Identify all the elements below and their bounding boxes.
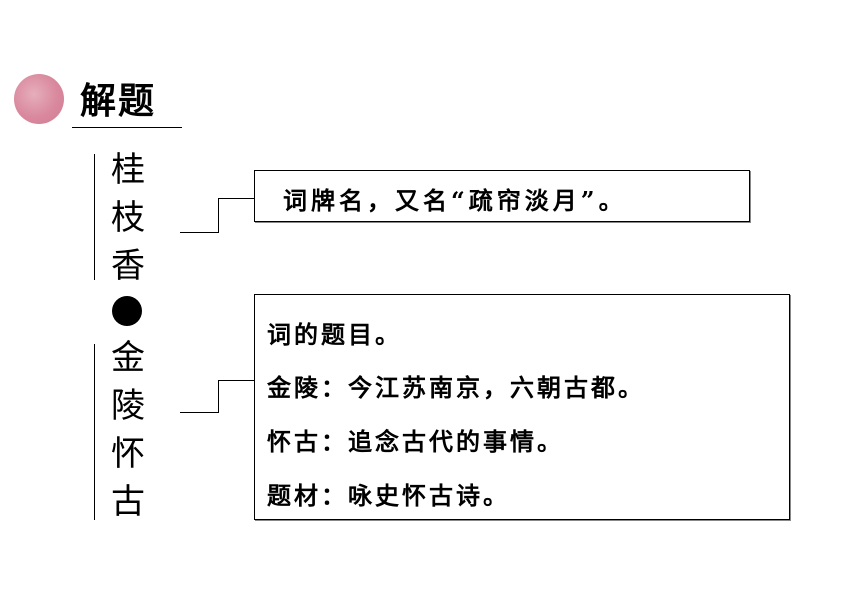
title-char: 陵 bbox=[111, 386, 145, 426]
title-char: 香 bbox=[111, 246, 145, 286]
title-char: 怀 bbox=[111, 434, 145, 474]
explanation-line: 金陵：今江苏南京，六朝古都。 bbox=[267, 373, 645, 402]
connector-line bbox=[218, 380, 219, 413]
section-heading: 解题 bbox=[80, 81, 157, 122]
definition-box: 词牌名，又名“疏帘淡月”。 bbox=[254, 170, 750, 222]
explanation-line: 词的题目。 bbox=[267, 320, 402, 349]
heading-underline bbox=[72, 127, 182, 128]
divider-line-bottom bbox=[94, 344, 95, 520]
connector-line bbox=[218, 198, 219, 233]
title-char: 古 bbox=[111, 482, 145, 522]
title-char: 桂 bbox=[111, 150, 145, 190]
connector-line bbox=[180, 412, 218, 413]
explanation-line: 怀古：追念古代的事情。 bbox=[267, 427, 564, 456]
divider-line-top bbox=[94, 154, 95, 280]
explanation-line: 题材：咏史怀古诗。 bbox=[267, 481, 510, 510]
connector-line bbox=[218, 198, 254, 199]
bullet-dot bbox=[112, 296, 142, 326]
connector-line bbox=[180, 232, 218, 233]
connector-line bbox=[218, 380, 254, 381]
explanation-box: 词的题目。 金陵：今江苏南京，六朝古都。 怀古：追念古代的事情。 题材：咏史怀古… bbox=[254, 294, 790, 520]
definition-text: 词牌名，又名“疏帘淡月”。 bbox=[283, 186, 627, 215]
title-char: 金 bbox=[111, 338, 145, 378]
title-char: 枝 bbox=[111, 198, 145, 238]
decorative-pink-dot bbox=[14, 74, 64, 124]
